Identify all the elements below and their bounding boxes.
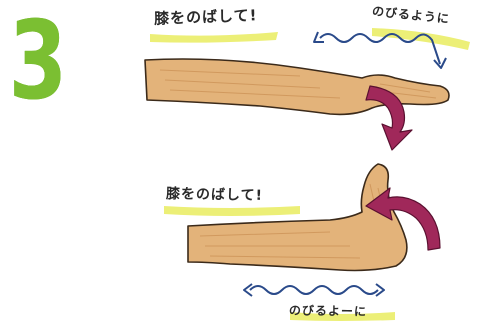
label-highlight-bottom-left — [164, 206, 300, 216]
label-highlight-top-left — [150, 32, 278, 43]
label-stretch-it-bottom: のびるよーに — [289, 301, 367, 319]
label-stretch-knee-top: 膝をのばして! — [154, 4, 258, 29]
label-highlight-top-right — [372, 28, 470, 50]
label-stretch-knee-bottom: 膝をのばして! — [166, 183, 263, 205]
leg-flexed — [188, 164, 407, 271]
stretch-arrow-bottom — [244, 284, 384, 296]
